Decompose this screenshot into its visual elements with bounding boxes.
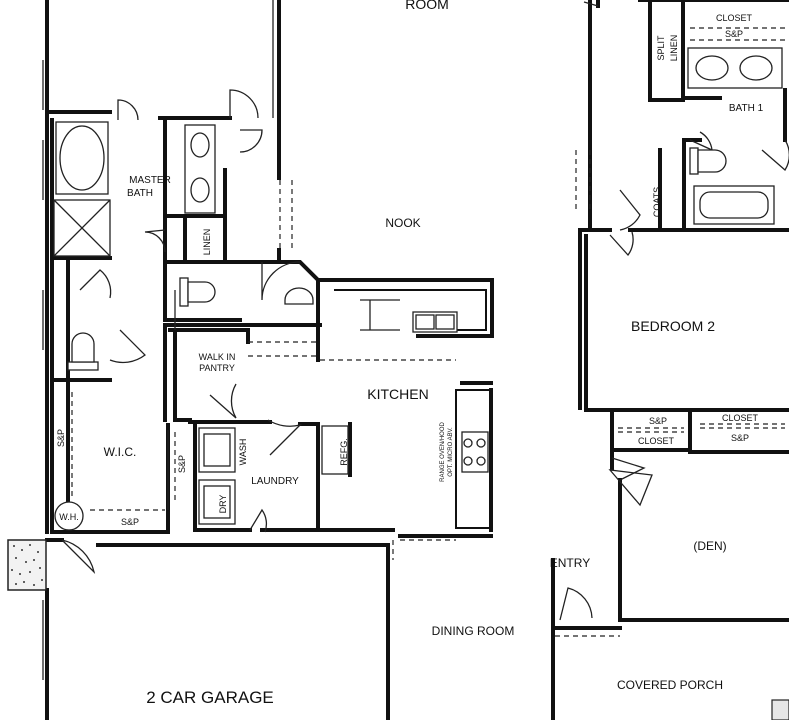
label-walk-in: WALK IN [199, 352, 236, 362]
openings [71, 27, 785, 637]
label-split-linen-1: SPLIT [656, 35, 666, 61]
label-entry: ENTRY [550, 556, 590, 570]
label-master-bath: MASTER [129, 175, 171, 186]
label-pantry: PANTRY [199, 363, 235, 373]
bathtub-icon [55, 121, 109, 195]
label-master-bath-2: BATH [127, 188, 153, 199]
label-sp-top: S&P [725, 29, 743, 39]
label-split-linen-2: LINEN [669, 35, 679, 62]
label-dry: DRY [218, 495, 228, 514]
label-bedroom2: BEDROOM 2 [631, 318, 715, 334]
door-swings [61, 1, 789, 621]
label-sp-wic: S&P [56, 429, 66, 447]
double-vanity-icon [184, 124, 216, 214]
label-range-1: RANGE OVEN/HOOD [440, 422, 446, 482]
label-garage: 2 CAR GARAGE [146, 688, 274, 707]
label-sp-bottom: S&P [121, 517, 139, 527]
label-closet-top: CLOSET [716, 13, 753, 23]
label-sp-laundry: S&P [177, 455, 187, 473]
label-closet-mid-left: CLOSET [638, 436, 675, 446]
toilet-icon [179, 277, 216, 307]
refrigerator-icon [321, 425, 349, 475]
label-wic: W.I.C. [104, 445, 137, 459]
toilet-icon [67, 332, 99, 371]
sink-icon [412, 311, 458, 333]
label-den: (DEN) [693, 539, 726, 553]
label-refg: REFG. [339, 438, 349, 466]
label-bath1: BATH 1 [729, 103, 764, 114]
label-range-2: OPT. MICRO ABV. [448, 427, 454, 477]
label-wash: WASH [238, 439, 248, 466]
label-linen: LINEN [202, 229, 212, 256]
vanity-icon [687, 47, 783, 89]
label-sp-mid-right: S&P [731, 433, 749, 443]
label-room-top: ROOM [405, 0, 449, 12]
landing-pad-icon [7, 539, 47, 591]
label-laundry: LAUNDRY [251, 476, 299, 487]
toilet-icon [284, 287, 314, 305]
dryer-icon [198, 479, 236, 525]
range-icon [461, 431, 489, 473]
label-dining: DINING ROOM [432, 624, 515, 638]
label-nook: NOOK [385, 216, 420, 230]
label-sp-mid-left: S&P [649, 416, 667, 426]
washer-icon [198, 427, 236, 473]
fixtures [53, 47, 783, 531]
water-heater-icon [54, 501, 84, 531]
toilet-icon [689, 147, 727, 175]
shower-icon [53, 199, 111, 257]
label-closet-mid-right: CLOSET [722, 413, 759, 423]
label-wh: W.H. [59, 512, 79, 522]
label-coats: COATS [652, 187, 662, 217]
corner-hatch [771, 699, 789, 720]
label-kitchen: KITCHEN [367, 386, 428, 402]
bathtub-icon [693, 185, 775, 225]
walls [42, 0, 789, 720]
room-labels: ROOM MASTER BATH LINEN NOOK KITCHEN WALK… [56, 0, 764, 707]
label-covered-porch: COVERED PORCH [617, 678, 723, 692]
